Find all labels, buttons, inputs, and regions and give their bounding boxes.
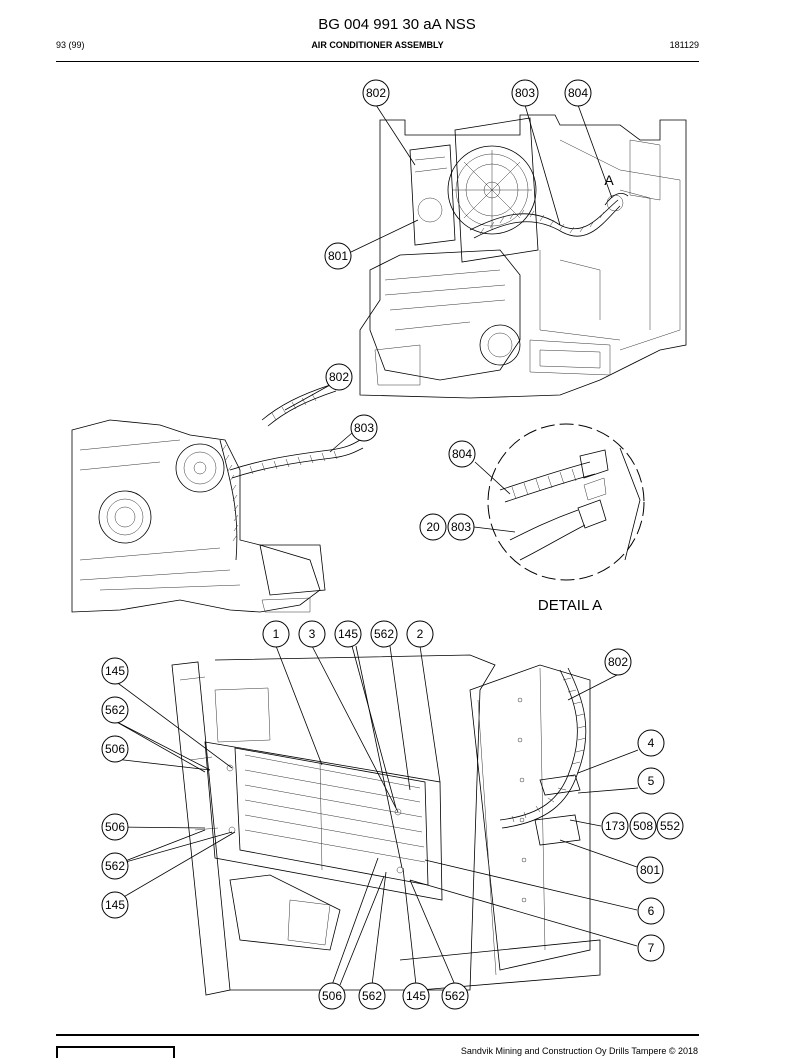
callout-145-left-1: 145	[101, 657, 129, 685]
svg-text:145: 145	[105, 898, 125, 912]
svg-text:20: 20	[426, 520, 440, 534]
callout-1: 1	[262, 620, 290, 648]
svg-text:562: 562	[374, 627, 394, 641]
callout-803-middle: 803	[350, 414, 378, 442]
leader-lines	[114, 104, 639, 986]
callout-3: 3	[298, 620, 326, 648]
svg-text:6: 6	[648, 904, 655, 918]
svg-text:2: 2	[417, 627, 424, 641]
callout-173: 173	[601, 812, 629, 840]
callout-802-bottom: 802	[604, 648, 632, 676]
svg-text:801: 801	[328, 249, 348, 263]
detail-marker: A	[604, 172, 614, 188]
callout-802-top: 802	[362, 79, 390, 107]
svg-text:803: 803	[515, 86, 535, 100]
callout-562-bottom-2: 562	[441, 982, 469, 1010]
callout-562-left-2: 562	[101, 852, 129, 880]
callout-6: 6	[637, 897, 665, 925]
svg-text:803: 803	[451, 520, 471, 534]
page-number: 93 (99)	[56, 40, 85, 50]
callout-145-left-2: 145	[101, 891, 129, 919]
document-title: BG 004 991 30 aA NSS	[318, 16, 476, 33]
company-logo	[56, 1046, 175, 1058]
callout-562-bottom-1: 562	[358, 982, 386, 1010]
svg-text:1: 1	[273, 627, 280, 641]
callout-803-detail: 803	[447, 513, 475, 541]
callout-804-detail: 804	[448, 440, 476, 468]
svg-text:145: 145	[338, 627, 358, 641]
callout-801-top: 801	[324, 242, 352, 270]
callout-562-left-1: 562	[101, 696, 129, 724]
callout-20-detail: 20	[419, 513, 447, 541]
callout-506-left-1: 506	[101, 735, 129, 763]
callout-4: 4	[637, 729, 665, 757]
callout-2: 2	[406, 620, 434, 648]
callout-506-left-2: 506	[101, 813, 129, 841]
callout-552: 552	[656, 812, 684, 840]
callout-508: 508	[629, 812, 657, 840]
svg-text:4: 4	[648, 736, 655, 750]
document-date: 181129	[669, 40, 699, 50]
svg-text:562: 562	[105, 703, 125, 717]
middle-engine-drawing	[71, 384, 364, 613]
svg-text:3: 3	[309, 627, 316, 641]
svg-text:506: 506	[105, 820, 125, 834]
svg-text:506: 506	[322, 989, 342, 1003]
svg-text:801: 801	[640, 863, 660, 877]
callout-804-top: 804	[564, 79, 592, 107]
svg-text:804: 804	[568, 86, 588, 100]
svg-text:562: 562	[362, 989, 382, 1003]
svg-text:5: 5	[648, 774, 655, 788]
detail-a-label: DETAIL A	[537, 597, 603, 614]
callout-802-middle: 802	[325, 363, 353, 391]
footer-rule	[56, 1034, 699, 1036]
svg-text:506: 506	[105, 742, 125, 756]
svg-text:803: 803	[354, 421, 374, 435]
callout-7: 7	[637, 934, 665, 962]
callout-562-top: 562	[370, 620, 398, 648]
svg-text:804: 804	[452, 447, 472, 461]
callout-506-bottom: 506	[318, 982, 346, 1010]
svg-text:802: 802	[608, 655, 628, 669]
callout-5: 5	[637, 767, 665, 795]
callouts: 802 803 804 801 802 803 804 20 803 1 3 1…	[101, 79, 684, 1010]
callout-145-top: 145	[334, 620, 362, 648]
svg-text:552: 552	[660, 819, 680, 833]
bottom-assembly-drawing	[171, 654, 601, 996]
detail-a-drawing	[487, 423, 645, 581]
svg-text:562: 562	[105, 859, 125, 873]
svg-text:802: 802	[329, 370, 349, 384]
svg-text:7: 7	[648, 941, 655, 955]
svg-text:173: 173	[605, 819, 625, 833]
svg-text:508: 508	[633, 819, 653, 833]
callout-145-bottom: 145	[402, 982, 430, 1010]
top-view-drawing	[359, 114, 687, 399]
svg-text:145: 145	[105, 664, 125, 678]
svg-text:145: 145	[406, 989, 426, 1003]
callout-803-top: 803	[511, 79, 539, 107]
section-title: AIR CONDITIONER ASSEMBLY	[311, 40, 444, 50]
callout-801-bottom: 801	[636, 856, 664, 884]
svg-text:802: 802	[366, 86, 386, 100]
header-rule	[56, 61, 699, 62]
svg-text:562: 562	[445, 989, 465, 1003]
footer-copyright: Sandvik Mining and Construction Oy Drill…	[460, 1046, 698, 1056]
